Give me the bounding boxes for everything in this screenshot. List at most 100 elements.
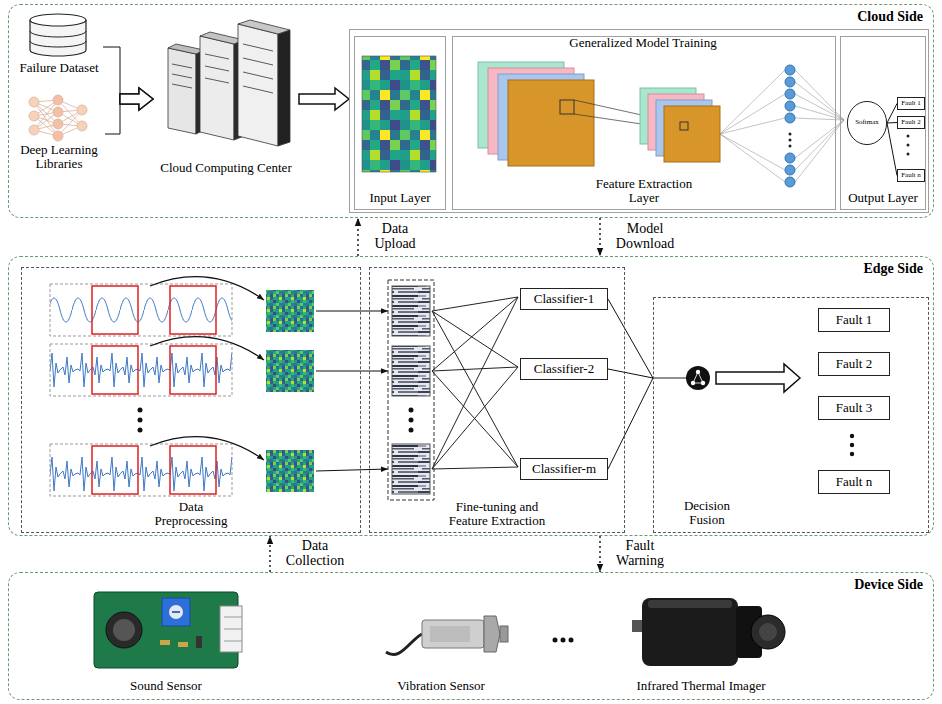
server-icon xyxy=(205,66,229,71)
connector xyxy=(608,378,653,469)
edge-label: Fault Warning xyxy=(607,539,673,568)
thermal-imager-photo xyxy=(632,598,785,666)
fusion-symbol xyxy=(686,366,710,390)
feature-images xyxy=(266,290,314,332)
connector xyxy=(358,218,359,256)
server-icon xyxy=(238,20,290,34)
stage-box: Fine-tuning and Feature Extraction Classi… xyxy=(369,267,625,533)
network-icon xyxy=(29,95,87,141)
vibration-sensor-photo xyxy=(422,620,484,648)
hollow-arrow xyxy=(120,88,153,110)
thermal-imager-photo xyxy=(759,623,777,641)
cnn-illustration xyxy=(795,120,844,158)
sound-sensor-photo xyxy=(106,612,142,648)
connector xyxy=(299,88,349,110)
fusion-symbol xyxy=(850,434,854,438)
ellipsis-dots xyxy=(553,638,558,643)
cnn-illustration xyxy=(795,106,844,120)
connector xyxy=(608,299,653,378)
layer-box: Output LayerSoftmaxFault 1Fault 2Fault n xyxy=(840,36,926,210)
hollow-arrow xyxy=(299,88,349,110)
node-label: Data Preprocessing xyxy=(141,500,241,529)
cnn-illustration xyxy=(785,89,795,99)
cnn-illustration xyxy=(720,70,844,182)
feature-images xyxy=(432,367,518,469)
node-label: Fault 2 xyxy=(836,357,872,372)
signal-waveforms xyxy=(92,286,216,494)
cnn-illustration xyxy=(795,120,844,170)
server-icon xyxy=(238,24,278,146)
cnn-illustration xyxy=(720,118,785,134)
node-label: Fine-tuning and Feature Extraction xyxy=(437,500,557,529)
cnn-illustration xyxy=(664,106,720,162)
connector-line xyxy=(887,123,897,176)
side-panel: Device SideSound SensorVibration SensorI… xyxy=(8,572,934,700)
vibration-sensor-photo xyxy=(484,616,500,652)
signal-waveforms xyxy=(50,284,232,336)
cnn-illustration xyxy=(795,94,844,120)
panel-heading: Device Side xyxy=(854,577,923,593)
server-icon xyxy=(172,74,192,78)
vibration-sensor-photo xyxy=(430,626,470,642)
node-label: Fault 1 xyxy=(836,313,872,328)
class-box: Fault 2 xyxy=(897,116,925,129)
cnn-illustration xyxy=(785,101,795,111)
cnn-illustration xyxy=(795,118,844,120)
connector xyxy=(105,88,153,134)
feature-images xyxy=(432,371,518,467)
connector xyxy=(608,369,653,378)
node-label: Classifier-2 xyxy=(534,362,594,377)
fusion-symbol xyxy=(693,372,703,383)
cnn-illustration xyxy=(680,122,688,130)
sound-sensor-photo xyxy=(224,617,242,618)
server-icon xyxy=(168,20,290,146)
layer-box: Input Layer xyxy=(354,36,446,210)
node-label: Feature Extraction Layer xyxy=(584,177,704,206)
vibration-sensor-photo xyxy=(386,616,508,655)
fusion-symbol xyxy=(850,443,854,447)
node-label: Decision Fusion xyxy=(672,499,742,528)
fault-box: Fault n xyxy=(818,470,890,494)
hollow-arrow xyxy=(120,88,153,110)
connector-line xyxy=(103,47,120,99)
vibration-sensor-photo xyxy=(500,626,508,642)
signal-waveforms xyxy=(50,444,232,496)
cnn-illustration xyxy=(720,134,785,182)
node-label: Classifier-1 xyxy=(534,292,594,307)
sound-sensor-photo xyxy=(178,642,188,647)
connectors xyxy=(103,47,897,572)
fusion-symbol xyxy=(716,364,800,392)
classifier-box: Classifier-1 xyxy=(520,288,608,310)
edge-label: Data Collection xyxy=(277,539,353,568)
server-icon xyxy=(200,36,234,140)
signal-waveforms xyxy=(170,346,216,394)
connector-line xyxy=(269,536,270,572)
node-label: Fault n xyxy=(836,475,872,490)
database-icon xyxy=(30,14,86,26)
cnn-illustration xyxy=(785,177,795,187)
cnn-illustration xyxy=(785,165,795,175)
feature-images xyxy=(392,444,430,494)
server-icon xyxy=(168,48,196,134)
connector xyxy=(887,122,897,124)
cnn-illustration xyxy=(720,94,785,134)
connector xyxy=(887,123,897,176)
node-label: Fault 1 xyxy=(901,100,921,108)
cnn-illustration xyxy=(720,70,785,134)
cnn-illustration xyxy=(795,82,844,120)
node-label: Fault 3 xyxy=(836,401,872,416)
node-label: Classifier-m xyxy=(532,462,596,477)
connector xyxy=(600,536,601,572)
feature-images xyxy=(432,297,518,371)
sound-sensor-photo xyxy=(94,592,242,668)
feature-images xyxy=(432,367,518,371)
library-node: Deep Learning Libraries xyxy=(13,93,105,175)
cnn-illustration xyxy=(907,144,910,147)
signal-waveforms xyxy=(92,346,138,394)
signal-waveforms xyxy=(50,277,264,496)
feature-images xyxy=(266,280,518,500)
feature-images xyxy=(392,286,430,336)
feature-images xyxy=(388,280,434,500)
